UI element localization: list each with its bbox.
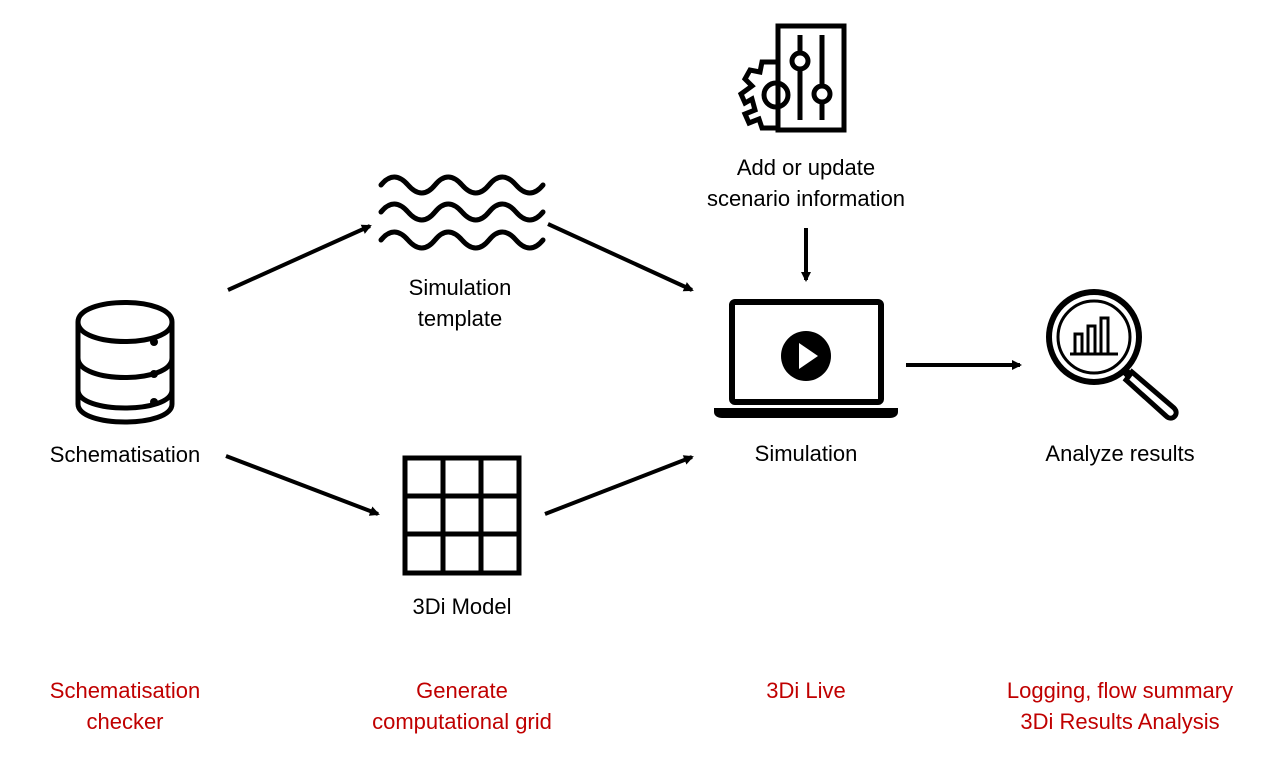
model-label: 3Di Model	[412, 594, 512, 619]
tool-3di-live: 3Di Live	[766, 678, 846, 703]
tool-col1-line2: checker	[86, 709, 164, 734]
magnifier-chart-icon	[1046, 289, 1179, 421]
arrow-schematisation-to-model	[225, 454, 380, 516]
laptop-play-icon	[714, 299, 898, 418]
database-icon	[75, 300, 175, 425]
grid-icon	[402, 455, 522, 576]
simulation-template-label-line2: template	[417, 306, 503, 331]
tool-schematisation-checker: Schematisation checker	[10, 675, 240, 737]
analyze-results-label: Analyze results	[1045, 441, 1195, 466]
tool-col4-line2: 3Di Results Analysis	[1020, 709, 1220, 734]
settings-sliders-icon	[737, 23, 847, 133]
scenario-label-line1: Add or update	[736, 155, 876, 180]
simulation-label: Simulation	[754, 441, 858, 466]
tool-col2-line2: computational grid	[372, 709, 552, 734]
simulation-template-label: Simulation template	[360, 272, 560, 334]
tool-results-analysis: Logging, flow summary 3Di Results Analys…	[980, 675, 1260, 737]
tool-col2-line1: Generate	[416, 678, 508, 703]
arrow-template-to-simulation	[547, 222, 694, 292]
arrow-schematisation-to-template	[227, 224, 372, 292]
tool-generate-grid: Generate computational grid	[332, 675, 592, 737]
tool-col1-line1: Schematisation	[49, 678, 201, 703]
schematisation-label: Schematisation	[49, 442, 201, 467]
waves-icon	[378, 174, 546, 251]
tool-col4-line1: Logging, flow summary	[1006, 678, 1234, 703]
scenario-label: Add or update scenario information	[666, 152, 946, 214]
scenario-label-line2: scenario information	[706, 186, 906, 211]
simulation-template-label-line1: Simulation	[408, 275, 512, 300]
arrow-model-to-simulation	[544, 455, 694, 516]
